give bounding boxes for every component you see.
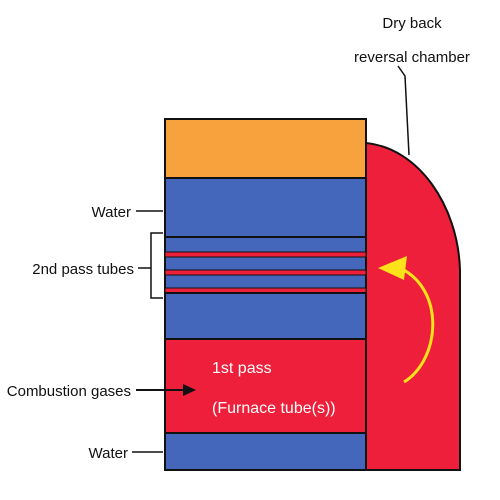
second-pass-tube <box>164 269 367 276</box>
combustion-gases-label: Combustion gases <box>7 383 131 400</box>
reversal-chamber <box>365 141 461 471</box>
tube-bank <box>164 236 367 294</box>
water-space-top <box>164 177 367 238</box>
steam-space <box>164 118 367 179</box>
second-pass-tubes-label: 2nd pass tubes <box>32 261 134 278</box>
water-space-middle <box>164 292 367 340</box>
water-top-label: Water <box>92 204 131 221</box>
water-bottom-label: Water <box>89 445 128 462</box>
water-space-bottom <box>164 432 367 471</box>
combustion-arrow-head-icon <box>183 384 196 396</box>
tubes-bracket <box>150 232 163 299</box>
second-pass-tube <box>164 251 367 258</box>
first-pass-label-line2: (Furnace tube(s)) <box>212 400 336 417</box>
first-pass-label-line1: 1st pass <box>212 360 272 377</box>
flow-reversal-arrow <box>399 266 435 384</box>
chamber-label-line1: Dry back <box>382 15 442 32</box>
chamber-leader <box>397 65 410 156</box>
furnace-tube <box>164 338 367 434</box>
chamber-label-line2: reversal chamber <box>354 49 470 66</box>
flow-arrow-head-icon <box>378 256 407 280</box>
